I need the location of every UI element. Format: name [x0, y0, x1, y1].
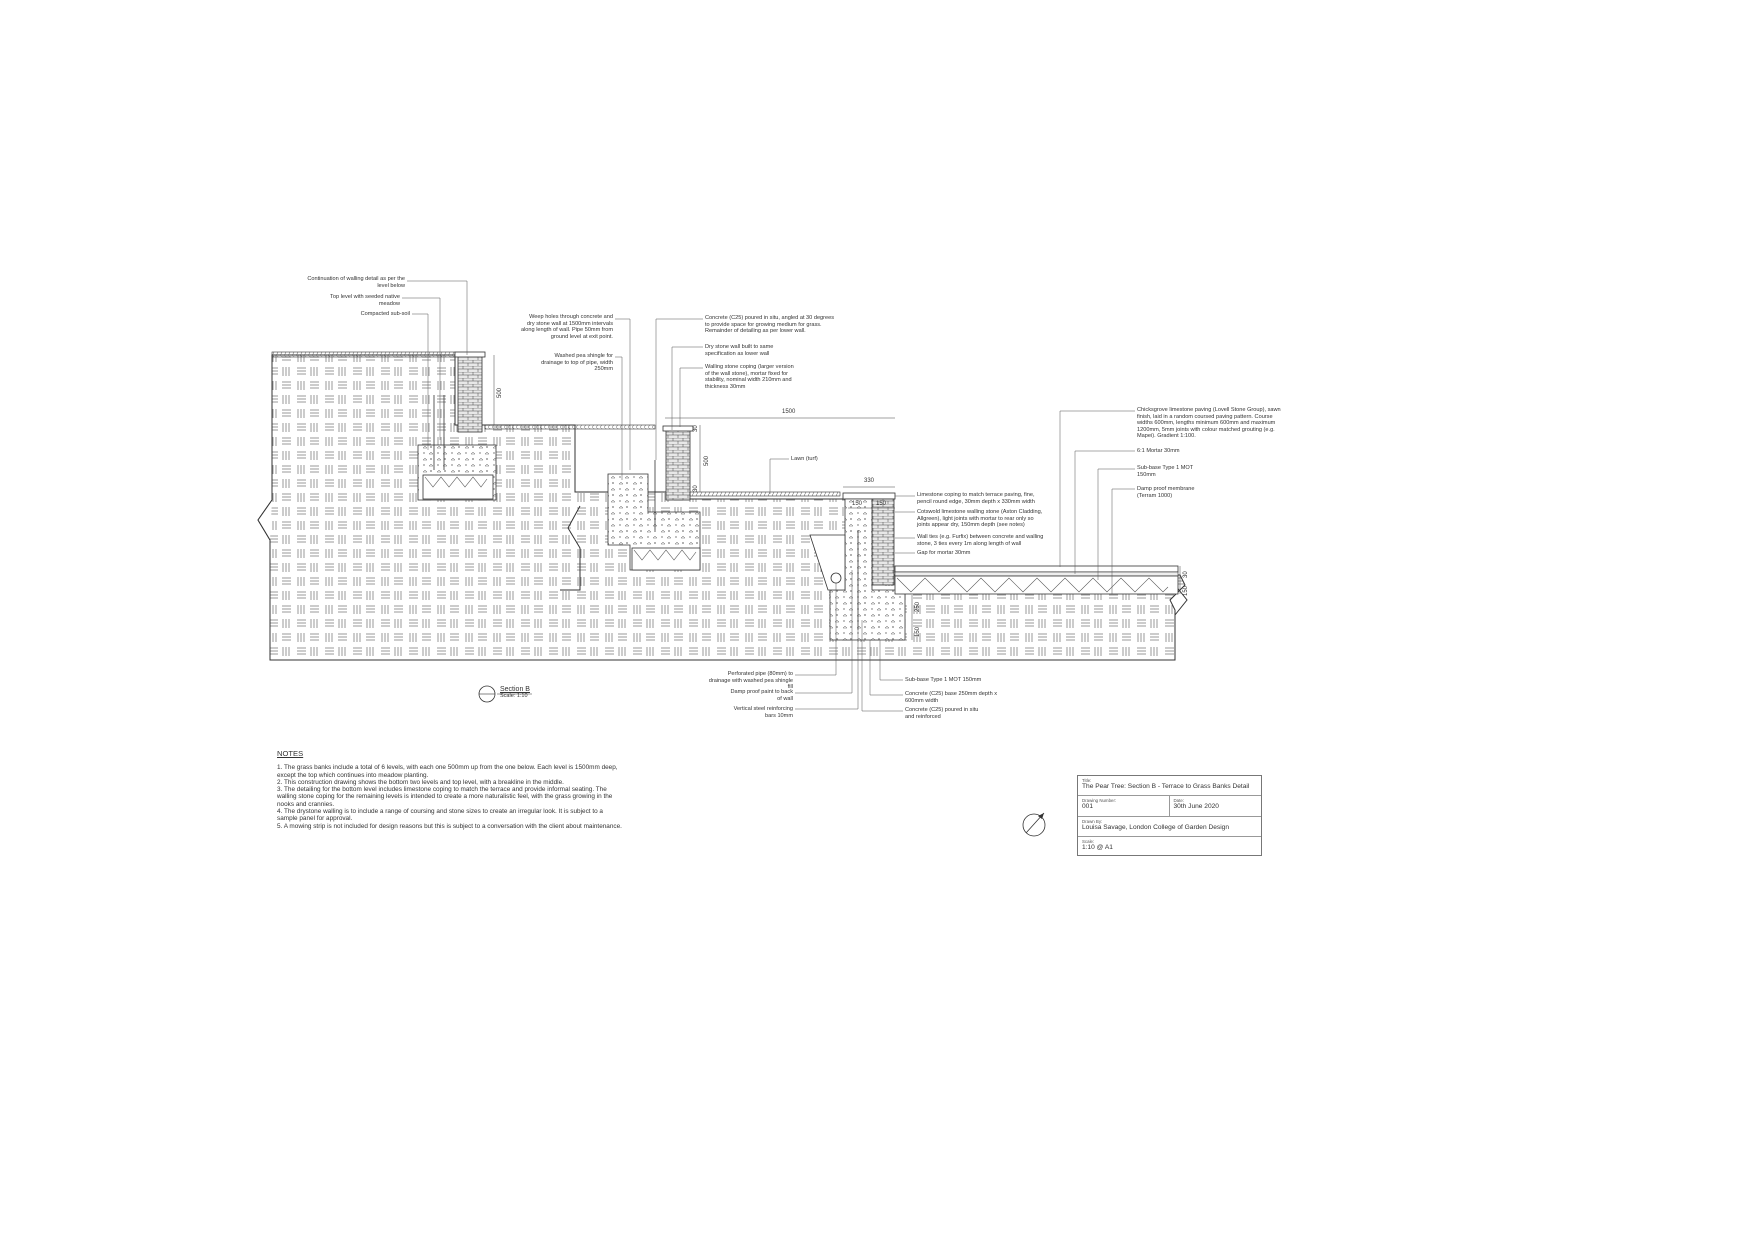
- drawing-number: 001: [1082, 803, 1094, 810]
- label-compacted-subsoil: Compacted sub-soil: [360, 311, 410, 317]
- drawing-title: The Pear Tree: Section B - Terrace to Gr…: [1082, 783, 1250, 790]
- label-cotswold-limestone: Cotswold limestone walling stone (Aston …: [917, 509, 1043, 529]
- note-item: 1. The grass banks include a total of 6 …: [277, 764, 618, 779]
- label-chicksgrove-paving: Chicksgrove limestone paving (Lovell Sto…: [1137, 407, 1281, 440]
- label-mortar-30: 6:1 Mortar 30mm: [1137, 448, 1180, 454]
- drawing-date: 30th June 2020: [1173, 803, 1219, 810]
- label-concrete-angled: Concrete (C25) poured in situ, angled at…: [705, 315, 835, 335]
- date-caption: Date:: [1173, 798, 1185, 803]
- note-item: 2. This construction drawing shows the b…: [277, 778, 564, 786]
- note-item: 5. A mowing strip is not included for de…: [277, 822, 622, 830]
- top-meadow: [271, 351, 456, 358]
- dim-330: 330: [864, 478, 875, 484]
- terrace-mortar: [894, 571, 1179, 577]
- dim-1500: 1500: [782, 409, 796, 415]
- section-scale: Scale: 1:10: [500, 693, 528, 699]
- scale-caption: Scale:: [1082, 839, 1095, 844]
- breakline-right: [1174, 584, 1188, 616]
- top-wall: [457, 354, 483, 433]
- label-weep-holes: Weep holes through concrete and dry ston…: [520, 314, 613, 340]
- section-marker-icon: [478, 685, 532, 703]
- label-dry-stone-wall: Dry stone wall built to same specificati…: [705, 344, 774, 357]
- top-wall-coping: [454, 351, 486, 358]
- mid-grass: [484, 424, 656, 430]
- dim-150-c: 150: [915, 626, 921, 637]
- mid-wall: [665, 429, 691, 501]
- terrace-subbase: [894, 575, 1179, 595]
- label-concrete-base: Concrete (C25) base 250mm depth x 600mm …: [905, 691, 998, 704]
- label-gap-mortar: Gap for mortar 30mm: [917, 550, 971, 556]
- number-caption: Drawing Number:: [1082, 798, 1117, 803]
- mid-wall-coping: [662, 425, 694, 432]
- terrace-paving: [894, 565, 1179, 573]
- label-wall-ties: Wall ties (e.g. Furfix) between concrete…: [917, 534, 1044, 547]
- label-perforated-pipe: Perforated pipe (80mm) to drainage with …: [708, 671, 793, 691]
- perforated-pipe: [830, 572, 842, 584]
- drawn-caption: Drawn By:: [1082, 819, 1103, 824]
- label-damp-proof-paint: Damp proof paint to back of wall: [730, 689, 794, 702]
- title-caption: Title:: [1082, 778, 1092, 783]
- section-title: Section B Scale: 1:10: [500, 686, 530, 699]
- section-name: Section B: [500, 686, 530, 693]
- label-lawn: Lawn (turf): [791, 456, 818, 462]
- dim-30-a: 30: [693, 425, 699, 432]
- label-concrete-reinforced: Concrete (C25) poured in situ and reinfo…: [905, 707, 979, 720]
- breakline-left: [257, 499, 273, 541]
- title-block: Title: The Pear Tree: Section B - Terrac…: [1077, 775, 1262, 856]
- note-item: 4. The drystone walling is to include a …: [277, 808, 603, 823]
- earth-section: [257, 354, 1186, 661]
- dim-150-d: 150: [1183, 585, 1189, 596]
- drawn-by: Louisa Savage, London College of Garden …: [1082, 824, 1229, 831]
- label-continuation: Continuation of walling detail as per th…: [307, 276, 405, 289]
- label-washed-pea-shingle: Washed pea shingle for drainage to top o…: [541, 353, 613, 373]
- dim-30-c: 30: [1183, 571, 1189, 578]
- lawn: [689, 491, 841, 497]
- label-top-level: Top level with seeded native meadow: [330, 294, 400, 307]
- notes-heading: NOTES: [277, 749, 304, 758]
- notes-block: NOTES 1. The grass banks include a total…: [277, 750, 622, 830]
- bottom-coping: [842, 492, 896, 500]
- dim-150-b: 150: [876, 501, 887, 507]
- dim-30-b: 30: [693, 485, 699, 492]
- label-limestone-coping: Limestone coping to match terrace paving…: [917, 492, 1035, 505]
- label-subbase-footing: Sub-base Type 1 MOT 150mm: [905, 677, 982, 683]
- bottom-wall: [871, 498, 895, 586]
- note-item: 3. The detailing for the bottom level in…: [277, 786, 613, 808]
- label-vertical-bars: Vertical steel reinforcing bars 10mm: [733, 706, 793, 719]
- breakline-mid: [560, 505, 581, 591]
- drawing-scale: 1:10 @ A1: [1082, 844, 1113, 851]
- label-walling-stone-coping: Walling stone coping (larger version of …: [705, 364, 794, 390]
- label-damp-proof-membrane: Damp proof membrane (Terram 1000): [1137, 486, 1195, 499]
- label-subbase-terrace: Sub-base Type 1 MOT 150mm: [1137, 465, 1194, 478]
- dim-500-mid: 500: [704, 455, 710, 466]
- dim-150-a: 150: [852, 501, 863, 507]
- north-arrow-icon: [1022, 812, 1046, 837]
- dim-500-top: 500: [497, 387, 503, 398]
- dim-250: 250: [915, 601, 921, 612]
